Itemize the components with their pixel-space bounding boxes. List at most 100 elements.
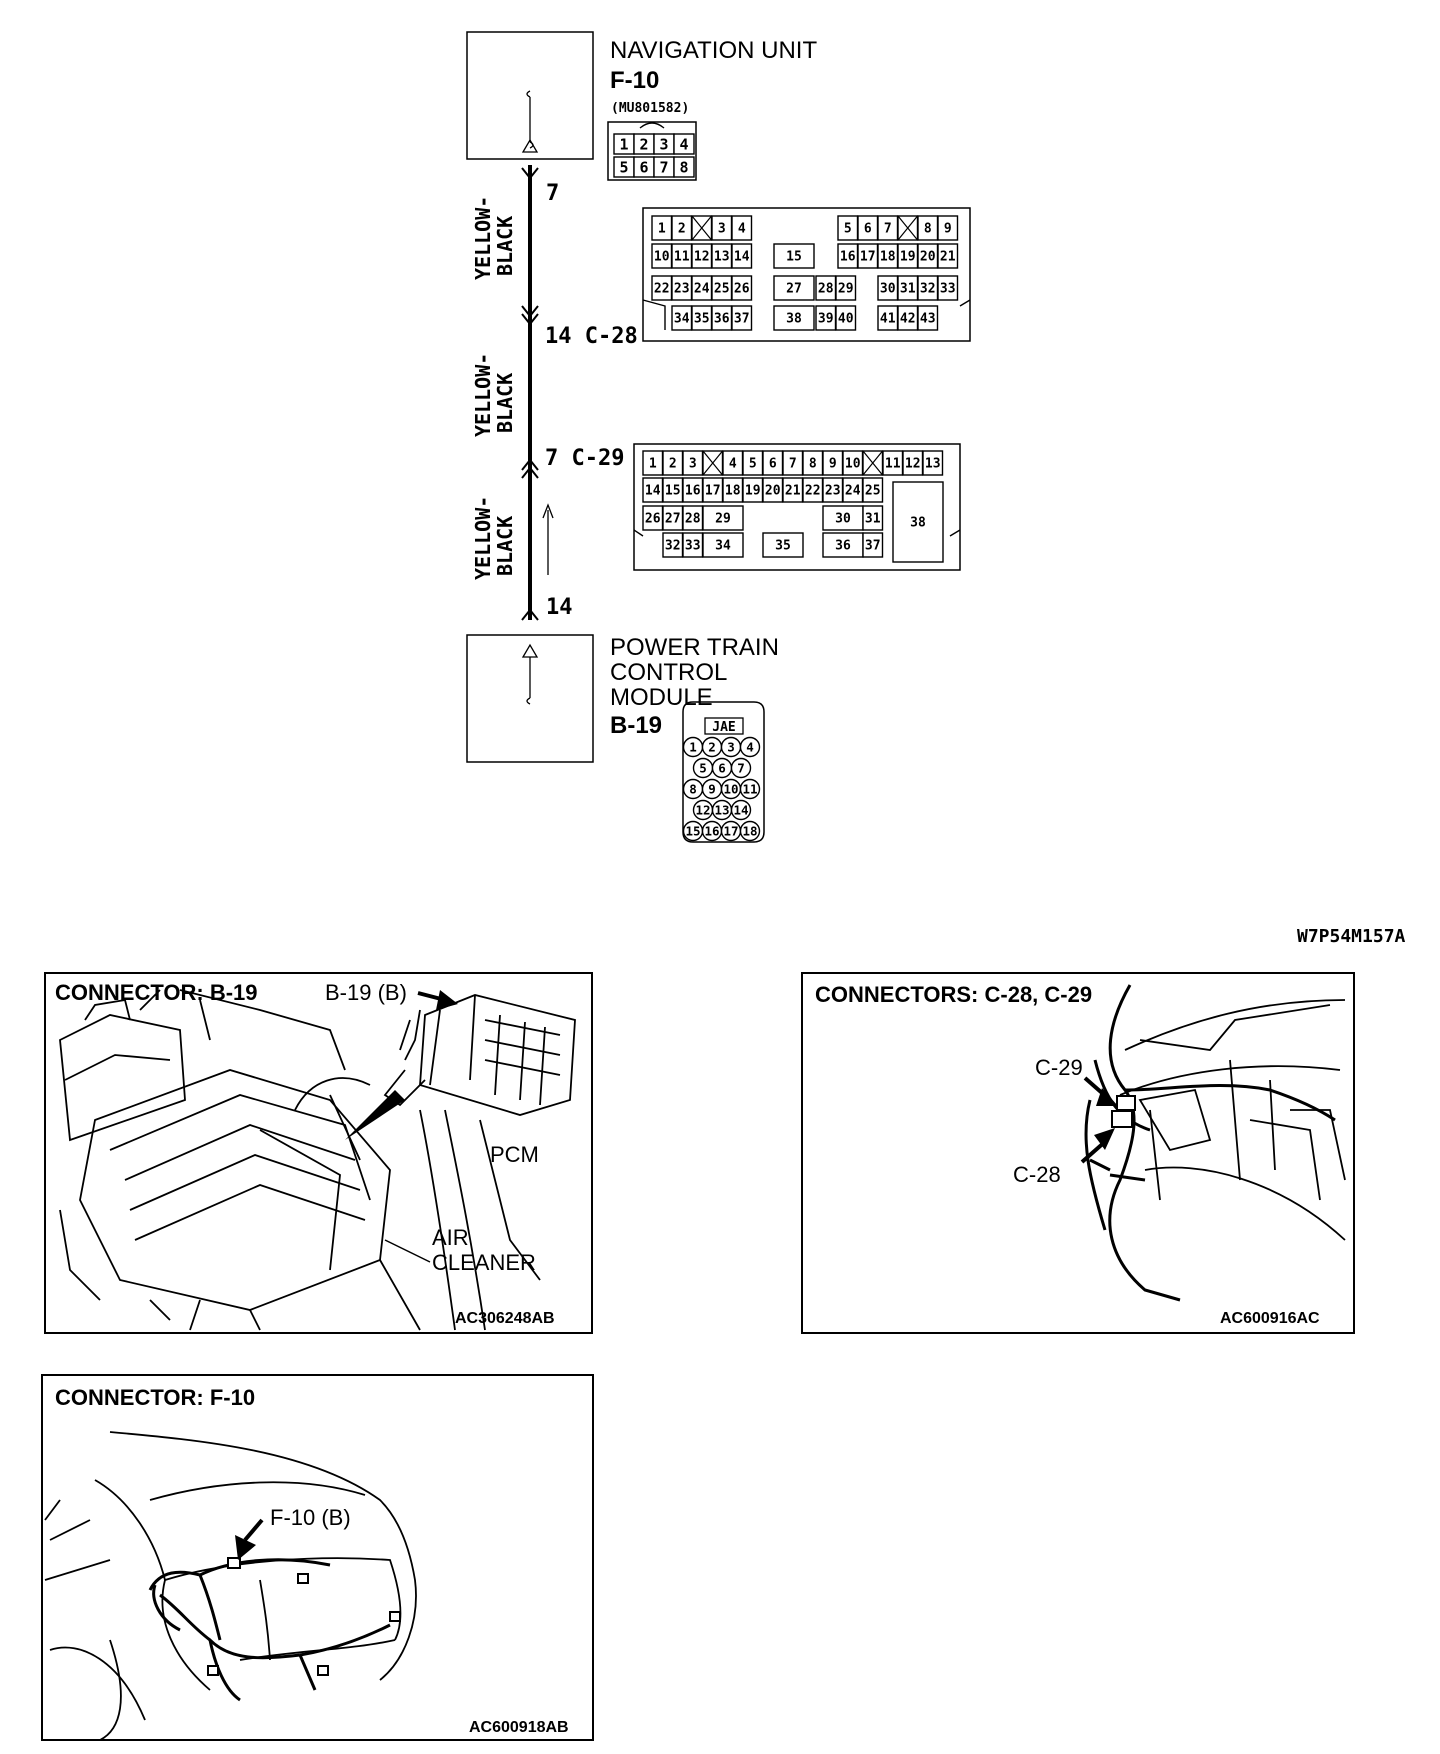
wire-color-label-3: YELLOW- BLACK	[471, 496, 517, 580]
svg-text:6: 6	[769, 457, 777, 472]
svg-text:32: 32	[920, 282, 936, 297]
svg-text:4: 4	[746, 740, 754, 755]
svg-text:12: 12	[905, 457, 921, 472]
svg-text:10: 10	[723, 782, 738, 797]
c29-pin: 32	[662, 532, 684, 558]
svg-text:43: 43	[920, 312, 936, 327]
c29-pin: 5	[742, 450, 764, 476]
svg-text:22: 22	[654, 282, 670, 297]
c28-pin: 5	[837, 215, 859, 241]
c28-pin: 6	[857, 215, 879, 241]
svg-text:17: 17	[705, 484, 721, 499]
b19-pin: 3	[720, 736, 742, 758]
f10-pin: 4	[673, 133, 695, 155]
svg-text:14: 14	[733, 803, 748, 818]
c29-pin: 1	[642, 450, 664, 476]
svg-text:42: 42	[900, 312, 916, 327]
c29-pin: 17	[702, 477, 724, 503]
svg-text:6: 6	[864, 222, 872, 237]
c28-pin: 34	[671, 305, 693, 331]
c29-pin: 29	[702, 505, 744, 531]
nav-terminal-number: 7	[546, 181, 559, 206]
c29-pin: 8	[802, 450, 824, 476]
pcm-code: B-19	[610, 712, 662, 739]
b19-pin: 2	[701, 736, 723, 758]
svg-text:33: 33	[940, 282, 956, 297]
c28-blank-pin	[897, 215, 919, 241]
b19-pin: 5	[692, 757, 714, 779]
panel-b19-callout: B-19 (B)	[325, 980, 407, 1005]
svg-text:18: 18	[880, 250, 896, 265]
c28-pin: 16	[837, 243, 859, 269]
svg-text:23: 23	[674, 282, 690, 297]
c29-pin: 19	[742, 477, 764, 503]
svg-text:BLACK: BLACK	[493, 516, 517, 576]
panel-f10-title: CONNECTOR: F-10	[55, 1385, 255, 1410]
svg-text:7: 7	[884, 222, 892, 237]
svg-text:14: 14	[645, 484, 661, 499]
c29-pin: 16	[682, 477, 704, 503]
panel-b19-label-pcm: PCM	[490, 1142, 539, 1167]
wire-color-label-1: YELLOW- BLACK	[471, 196, 517, 280]
pcm-pointer-arrow	[345, 1090, 405, 1140]
svg-text:13: 13	[714, 803, 729, 818]
panel-connector-b19: CONNECTOR: B-19 B-19 (B)	[44, 972, 593, 1334]
svg-text:15: 15	[685, 824, 700, 839]
svg-text:11: 11	[742, 782, 757, 797]
c29-pin: 38	[892, 481, 944, 563]
c28-pin: 38	[773, 305, 815, 331]
svg-text:28: 28	[685, 512, 701, 527]
c28-pin: 19	[897, 243, 919, 269]
svg-text:18: 18	[742, 824, 757, 839]
panel-b19-label-cleaner: CLEANER	[432, 1250, 536, 1275]
c28-pin: 37	[731, 305, 753, 331]
c28-pin: 10	[651, 243, 673, 269]
svg-text:35: 35	[775, 539, 791, 554]
b19-pin: 7	[730, 757, 752, 779]
svg-text:15: 15	[665, 484, 681, 499]
svg-text:2: 2	[708, 740, 716, 755]
svg-text:BLACK: BLACK	[493, 216, 517, 276]
c28-pin: 3	[711, 215, 733, 241]
svg-text:9: 9	[944, 222, 952, 237]
svg-text:3: 3	[718, 222, 726, 237]
c29-pin: 7	[782, 450, 804, 476]
c28-pin: 36	[711, 305, 733, 331]
svg-text:1: 1	[689, 740, 697, 755]
svg-text:36: 36	[835, 539, 851, 554]
c29-pin: 36	[822, 532, 864, 558]
c29-pin: 20	[762, 477, 784, 503]
c29-pin: 30	[822, 505, 864, 531]
dashboard-harness-drawing	[1119, 999, 1346, 1241]
b19-pin: 6	[711, 757, 733, 779]
svg-text:26: 26	[734, 282, 750, 297]
svg-text:2: 2	[669, 457, 677, 472]
svg-text:18: 18	[725, 484, 741, 499]
c28-pin: 7	[877, 215, 899, 241]
c28-pin: 35	[691, 305, 713, 331]
c28-pin: 32	[917, 275, 939, 301]
svg-text:6: 6	[639, 158, 648, 176]
svg-text:10: 10	[654, 250, 670, 265]
c29-pin: 33	[682, 532, 704, 558]
svg-text:32: 32	[665, 539, 681, 554]
svg-text:8: 8	[679, 158, 688, 176]
svg-text:30: 30	[880, 282, 896, 297]
svg-text:28: 28	[818, 282, 834, 297]
svg-text:33: 33	[685, 539, 701, 554]
svg-text:4: 4	[738, 222, 746, 237]
air-cleaner-drawing	[59, 989, 541, 1331]
b19-pin: 14	[730, 799, 752, 821]
svg-text:15: 15	[786, 250, 802, 265]
c28-pin: 40	[835, 305, 857, 331]
c29-pin: 28	[682, 505, 704, 531]
svg-text:13: 13	[925, 457, 941, 472]
c29-pin: 21	[782, 477, 804, 503]
svg-text:4: 4	[729, 457, 737, 472]
svg-text:21: 21	[785, 484, 801, 499]
svg-text:BLACK: BLACK	[493, 373, 517, 433]
c28-pin: 27	[773, 275, 815, 301]
b19-connector-type: JAE	[704, 717, 744, 735]
c29-pin: 37	[862, 532, 884, 558]
